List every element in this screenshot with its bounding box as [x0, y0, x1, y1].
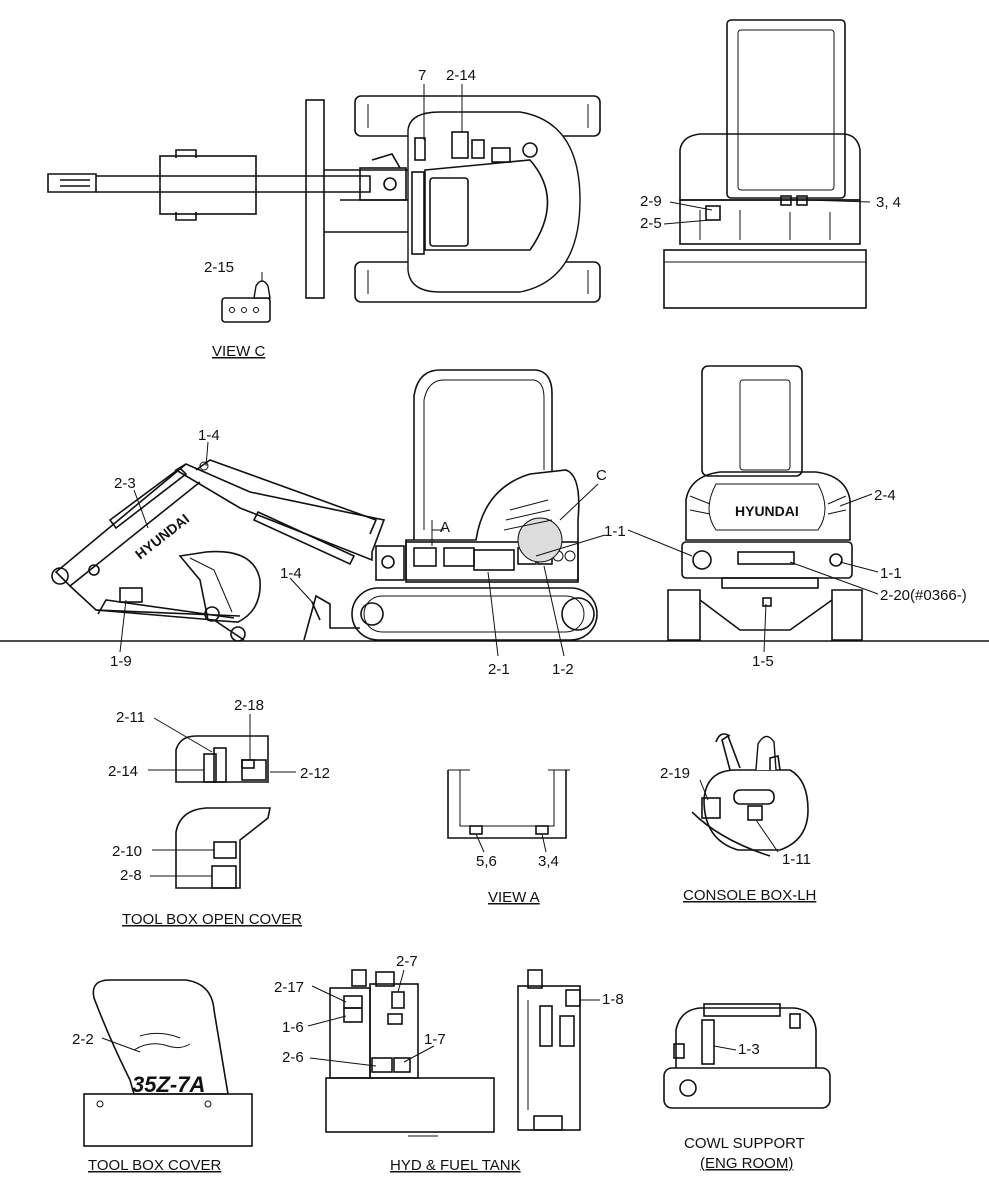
callout-1-11: 1-11	[782, 851, 811, 868]
callout-2-1: 2-1	[488, 661, 510, 678]
view-c-console-detail	[221, 280, 271, 323]
hyd-fuel-tank-front	[325, 969, 495, 1137]
callout-1-4-arm: 1-4	[198, 427, 220, 444]
callout-1-1-side: 1-1	[604, 523, 626, 540]
boom-brand-text: HYUNDAI	[132, 510, 192, 562]
callout-7: 7	[418, 67, 426, 84]
callout-1-2: 1-2	[552, 661, 574, 678]
callout-1-9: 1-9	[110, 653, 132, 670]
rear-top-view	[663, 19, 867, 309]
leader-lines	[101, 84, 879, 1067]
view-a-detail	[447, 769, 570, 839]
callout-2-5: 2-5	[640, 215, 662, 232]
callout-1-8: 1-8	[602, 991, 624, 1008]
callout-2-14-box: 2-14	[108, 763, 138, 780]
title-console-box-lh: CONSOLE BOX-LH	[683, 887, 816, 904]
callout-c: C	[596, 467, 607, 484]
hyd-fuel-tank-side	[517, 969, 581, 1131]
callout-2-10: 2-10	[112, 843, 142, 860]
title-tool-box-open-cover: TOOL BOX OPEN COVER	[122, 911, 302, 928]
side-view-machine	[0, 369, 989, 642]
callout-2-12: 2-12	[300, 765, 330, 782]
callout-2-6: 2-6	[282, 1049, 304, 1066]
callout-1-3: 1-3	[738, 1041, 760, 1058]
callout-1-5: 1-5	[752, 653, 774, 670]
callout-1-6: 1-6	[282, 1019, 304, 1036]
title-tool-box-cover: TOOL BOX COVER	[88, 1157, 222, 1174]
callout-2-14-top: 2-14	[446, 67, 476, 84]
callout-2-20: 2-20(#0366-)	[880, 587, 967, 604]
title-view-c: VIEW C	[212, 343, 266, 360]
rear-view-machine	[667, 365, 863, 641]
callout-2-3: 2-3	[114, 475, 136, 492]
tool-box-lid-detail	[175, 735, 269, 783]
view-titles: VIEW C VIEW A TOOL BOX OPEN COVER CONSOL…	[88, 343, 816, 1174]
title-cowl-support-eng-room: (ENG ROOM)	[700, 1155, 793, 1172]
top-view-machine	[47, 95, 601, 303]
callout-a: A	[440, 519, 450, 536]
callout-3-4-view-a: 3,4	[538, 853, 559, 870]
title-cowl-support: COWL SUPPORT	[684, 1135, 805, 1152]
callout-2-7: 2-7	[396, 953, 418, 970]
callout-2-19: 2-19	[660, 765, 690, 782]
callout-3-4-rear: 3, 4	[876, 194, 901, 211]
callout-2-15: 2-15	[204, 259, 234, 276]
boom-hyundai-decal: HYUNDAI	[132, 510, 192, 562]
title-hyd-fuel-tank: HYD & FUEL TANK	[390, 1157, 521, 1174]
callout-2-8: 2-8	[120, 867, 142, 884]
cowl-support-detail	[663, 1003, 831, 1109]
callout-2-4: 2-4	[874, 487, 896, 504]
callout-2-18: 2-18	[234, 697, 264, 714]
callout-2-9: 2-9	[640, 193, 662, 210]
callout-2-17: 2-17	[274, 979, 304, 996]
title-view-a: VIEW A	[488, 889, 540, 906]
callout-5-6: 5,6	[476, 853, 497, 870]
rear-brand-text: HYUNDAI	[735, 503, 799, 519]
tool-box-cover-detail: 35Z-7A	[83, 979, 253, 1147]
callout-labels: 7 2-14 2-15 2-9 2-5 3, 4 1-4 2-3 1-4 1-9…	[72, 67, 967, 1066]
callout-2-11: 2-11	[116, 709, 145, 726]
callout-1-7: 1-7	[424, 1031, 446, 1048]
console-box-detail	[691, 733, 809, 857]
tool-box-cover-model-text: 35Z-7A	[132, 1072, 205, 1097]
callout-1-4-blade: 1-4	[280, 565, 302, 582]
rear-view-emblem: HYUNDAI	[735, 503, 799, 519]
tool-box-open-cover-detail	[175, 807, 271, 889]
callout-1-1-rear: 1-1	[880, 565, 902, 582]
callout-2-2: 2-2	[72, 1031, 94, 1048]
